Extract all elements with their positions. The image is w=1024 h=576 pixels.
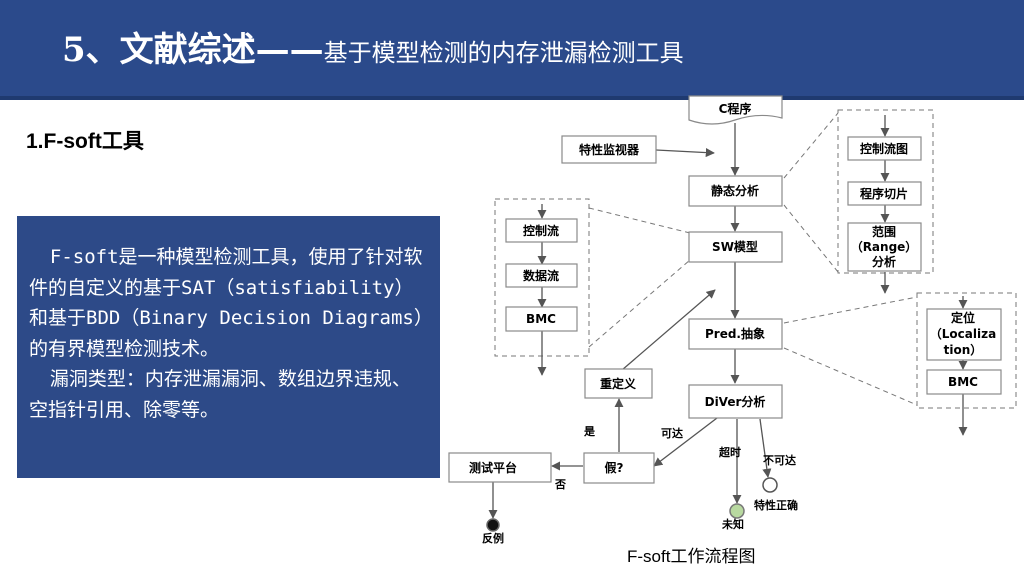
- svg-text:测试平台: 测试平台: [469, 460, 517, 475]
- svg-text:数据流: 数据流: [523, 268, 559, 283]
- svg-text:（Range）: （Range）: [851, 239, 918, 254]
- terminal-unknown: [729, 503, 745, 519]
- arrow-redefine-to-sw: [621, 289, 716, 371]
- svg-text:C程序: C程序: [719, 101, 752, 116]
- svg-text:静态分析: 静态分析: [711, 183, 759, 198]
- svg-text:程序切片: 程序切片: [860, 186, 908, 201]
- node-test-platform: 测试平台: [448, 452, 552, 483]
- svg-text:BMC: BMC: [526, 312, 556, 326]
- svg-text:分析: 分析: [872, 254, 896, 269]
- arrow-diver-to-correct: [759, 418, 772, 478]
- node-static-analysis: 静态分析: [688, 175, 783, 207]
- node-right-range-analysis: 范围 （Range） 分析: [847, 222, 922, 272]
- node-left-bmc: BMC: [505, 306, 578, 332]
- diagram-caption: F-soft工作流程图: [627, 547, 755, 566]
- node-diver-analysis: DiVer分析: [688, 384, 783, 419]
- connector-right-top: [783, 112, 839, 179]
- connector-loc-top: [783, 296, 918, 324]
- svg-text:Pred.抽象: Pred.抽象: [705, 326, 765, 341]
- label-yes: 是: [583, 425, 596, 438]
- node-left-data-flow: 数据流: [505, 263, 578, 288]
- page-title-main: 5、文献综述——: [62, 30, 324, 70]
- description-panel: F-soft是一种模型检测工具，使用了针对软件的自定义的基于SAT（satisf…: [17, 216, 440, 478]
- label-unknown: 未知: [721, 517, 744, 531]
- page-title-sub: 基于模型检测的内存泄漏检测工具: [323, 39, 684, 67]
- description-paragraph-2: 漏洞类型：内存泄漏漏洞、数组边界违规、空指针引用、除零等。: [29, 368, 411, 421]
- svg-text:SW模型: SW模型: [712, 239, 758, 254]
- label-no: 否: [554, 478, 566, 491]
- connector-loc-bottom: [783, 347, 918, 406]
- connector-left-top: [588, 207, 691, 234]
- svg-text:重定义: 重定义: [600, 376, 637, 391]
- node-right-program-slice: 程序切片: [847, 181, 922, 206]
- svg-text:（Localiza: （Localiza: [930, 326, 996, 341]
- section-heading: 1.F-soft工具: [26, 130, 144, 153]
- connector-right-bottom: [783, 204, 839, 273]
- description-paragraph-1: F-soft是一种模型检测工具，使用了针对软件的自定义的基于SAT（satisf…: [29, 246, 424, 360]
- node-loc-bmc: BMC: [926, 369, 1002, 395]
- label-reachable: 可达: [661, 426, 683, 440]
- label-timeout: 超时: [718, 445, 741, 459]
- svg-text:tion）: tion）: [944, 342, 983, 357]
- arrow-monitor-to-main: [655, 148, 715, 158]
- node-localization: 定位 （Localiza tion）: [926, 308, 1002, 361]
- node-feature-monitor: 特性监视器: [561, 135, 657, 164]
- label-unreachable: 不可达: [763, 453, 796, 467]
- label-property-correct: 特性正确: [754, 498, 798, 512]
- terminal-counterexample: [486, 518, 500, 532]
- svg-text:控制流: 控制流: [523, 223, 559, 238]
- page-title: 5、文献综述——基于模型检测的内存泄漏检测工具: [62, 22, 684, 71]
- connector-left-bottom: [588, 259, 691, 348]
- arrow-diver-to-false: [653, 417, 718, 467]
- right-detail-group: [837, 109, 934, 274]
- svg-text:特性监视器: 特性监视器: [579, 142, 640, 157]
- node-right-control-flow-graph: 控制流图: [847, 136, 922, 161]
- node-left-control-flow: 控制流: [505, 218, 578, 243]
- svg-text:定位: 定位: [951, 310, 975, 325]
- label-counterexample: 反例: [482, 531, 504, 545]
- node-sw-model: SW模型: [688, 231, 783, 263]
- localization-group: [916, 292, 1017, 409]
- terminal-property-correct: [762, 477, 778, 493]
- node-false-question: 假?: [583, 452, 655, 484]
- svg-text:DiVer分析: DiVer分析: [705, 394, 766, 409]
- svg-text:控制流图: 控制流图: [860, 141, 908, 156]
- node-c-program: C程序: [688, 95, 783, 125]
- node-redefine: 重定义: [584, 368, 653, 399]
- svg-text:假?: 假?: [605, 460, 624, 475]
- header-banner: 5、文献综述——基于模型检测的内存泄漏检测工具: [0, 0, 1024, 100]
- svg-text:BMC: BMC: [948, 375, 978, 389]
- node-pred-abstract: Pred.抽象: [688, 318, 783, 350]
- svg-text:范围: 范围: [872, 224, 896, 239]
